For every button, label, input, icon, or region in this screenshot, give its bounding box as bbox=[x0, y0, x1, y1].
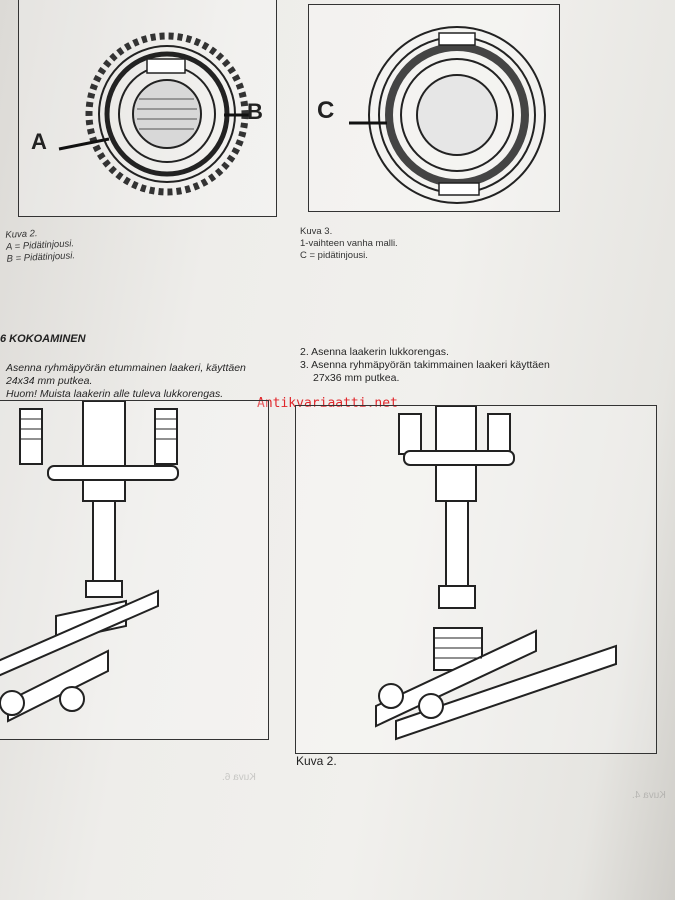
watermark: Antikvariaatti.net bbox=[257, 396, 398, 411]
bleed-through-text: Kuva 4. bbox=[632, 790, 666, 801]
figure-front-bearing-install bbox=[0, 400, 269, 740]
caption-bottom-right: Kuva 2. bbox=[296, 754, 337, 768]
bleed-through-text: Kuva 6. bbox=[222, 772, 256, 783]
label-c: C bbox=[317, 97, 335, 124]
caption-top-right: Kuva 3. 1-vaihteen vanha malli. C = pidä… bbox=[300, 226, 398, 262]
step-item: 3. Asenna ryhmäpyörän takimmainen laaker… bbox=[300, 359, 610, 372]
paragraph-line: Asenna ryhmäpyörän etummainen laakeri, k… bbox=[6, 362, 246, 374]
paragraph-line: 24x34 mm putkea. bbox=[6, 375, 93, 387]
label-b: B bbox=[247, 99, 263, 124]
gear-cross-section-illustration bbox=[58, 32, 249, 196]
label-a: A bbox=[31, 129, 47, 154]
section-heading: 6 KOKOAMINEN bbox=[0, 333, 86, 345]
caption-line: B = Pidätinjousi. bbox=[6, 250, 76, 265]
caption-line: C = pidätinjousi. bbox=[300, 250, 368, 261]
steps-list: 2. Asenna laakerin lukkorengas. 3. Asenn… bbox=[300, 346, 610, 385]
press-tool-illustration bbox=[0, 401, 179, 723]
step-number: 3. bbox=[300, 359, 309, 371]
press-tool-illustration bbox=[375, 406, 617, 741]
figure-rear-bearing-install bbox=[295, 405, 657, 754]
step-number: 2. bbox=[300, 346, 309, 358]
synchro-ring-illustration bbox=[349, 26, 546, 204]
step-text: Asenna laakerin lukkorengas. bbox=[311, 346, 449, 358]
step-text-continued: 27x36 mm putkea. bbox=[313, 372, 400, 384]
figure-old-first-gear: C bbox=[308, 4, 560, 212]
caption-line: 1-vaihteen vanha malli. bbox=[300, 238, 398, 249]
caption-title: Kuva 3. bbox=[300, 226, 333, 237]
caption-top-left: Kuva 2. A = Pidätinjousi. B = Pidätinjou… bbox=[5, 226, 75, 266]
step-text: Asenna ryhmäpyörän takimmainen laakeri k… bbox=[311, 359, 550, 371]
step-item: 2. Asenna laakerin lukkorengas. bbox=[300, 346, 610, 359]
note-text: Huom! Muista laakerin alle tuleva lukkor… bbox=[6, 388, 224, 400]
left-paragraph: Asenna ryhmäpyörän etummainen laakeri, k… bbox=[6, 362, 276, 401]
figure-retaining-springs-a-b: A B bbox=[18, 0, 277, 217]
